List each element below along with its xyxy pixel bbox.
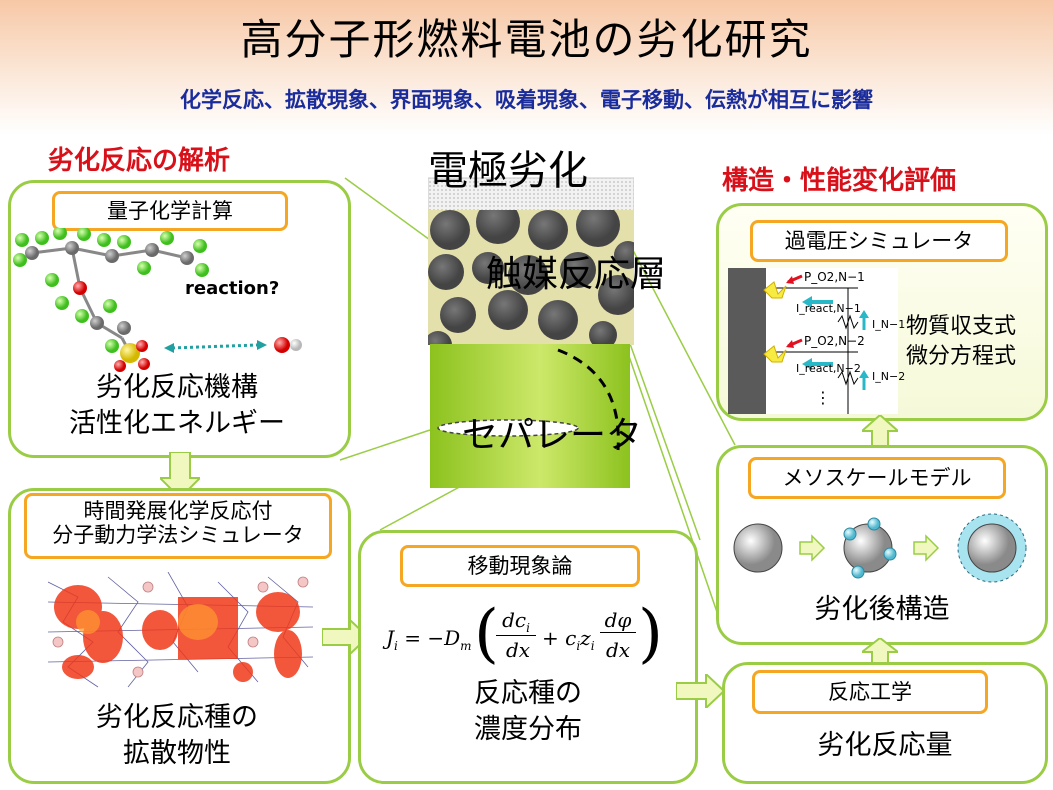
separator-label: セパレータ [462,415,643,456]
electrode-label: 電極劣化 [428,148,588,194]
mesoscale-structure-illustration [733,513,1027,583]
md-simulation-image [48,572,313,690]
md-caption-line1: 劣化反応種の [96,702,258,733]
mesoscale-caption: 劣化後構造 [814,594,950,625]
circuit-label-in2: I_N−2 [872,370,906,383]
transport-caption-line2: 濃度分布 [474,714,582,746]
circuit-diagram [728,268,898,414]
md-label-line2: 分子動力学法シミュレータ [52,523,304,548]
balance-caption-line1: 物質収支式 [906,314,1017,339]
reaction-eng-caption: 劣化反応量 [817,730,953,761]
md-label-line1: 時間発展化学反応付 [83,499,273,523]
left-heading: 劣化反応の解析 [48,146,231,176]
balance-caption: 物質収支式 微分方程式 [906,312,1016,371]
page-title: 高分子形燃料電池の劣化研究 [240,15,813,64]
flux-equation: Ji = −Dm ( dci dx + cizi dφ dx ) [386,597,663,671]
qc-caption-line2: 活性化エネルギー [69,408,285,440]
circuit-label-p1: P_O2,N−1 [804,270,865,284]
right-heading: 構造・性能変化評価 [722,166,957,196]
reaction-eng-label: 反応工学 [752,670,988,714]
molecule-illustration [13,228,302,372]
circuit-label-in1: I_N−1 [872,318,906,331]
catalyst-label: 触媒反応層 [486,254,667,295]
qc-caption-line1: 劣化反応機構 [96,372,258,403]
qc-caption: 劣化反応機構 活性化エネルギー [12,370,342,443]
electrode-diagram [428,177,634,488]
circuit-ellipsis: ⋮ [815,388,831,407]
overvoltage-label: 過電圧シミュレータ [750,220,1008,262]
mesoscale-label: メソスケールモデル [748,457,1006,499]
md-label: 時間発展化学反応付 分子動力学法シミュレータ [24,493,332,559]
qc-label: 量子化学計算 [52,191,288,231]
md-caption-line2: 拡散物性 [123,738,231,770]
balance-caption-line2: 微分方程式 [906,343,1017,369]
right-arrow-transport [676,674,726,708]
up-arrow-bottom [862,638,898,668]
circuit-label-ireact2: I_react,N−2 [796,362,861,375]
circuit-label-ireact1: I_react,N−1 [796,302,861,315]
transport-label: 移動現象論 [400,545,640,587]
transport-caption-line1: 反応種の [474,678,582,709]
page-subtitle: 化学反応、拡散現象、界面現象、吸着現象、電子移動、伝熱が相互に影響 [180,88,873,112]
md-caption: 劣化反応種の 拡散物性 [12,700,342,773]
reaction-label: reaction? [185,278,280,299]
up-arrow-top [862,415,898,451]
circuit-label-p2: P_O2,N−2 [804,334,865,348]
transport-caption: 反応種の 濃度分布 [365,676,691,749]
